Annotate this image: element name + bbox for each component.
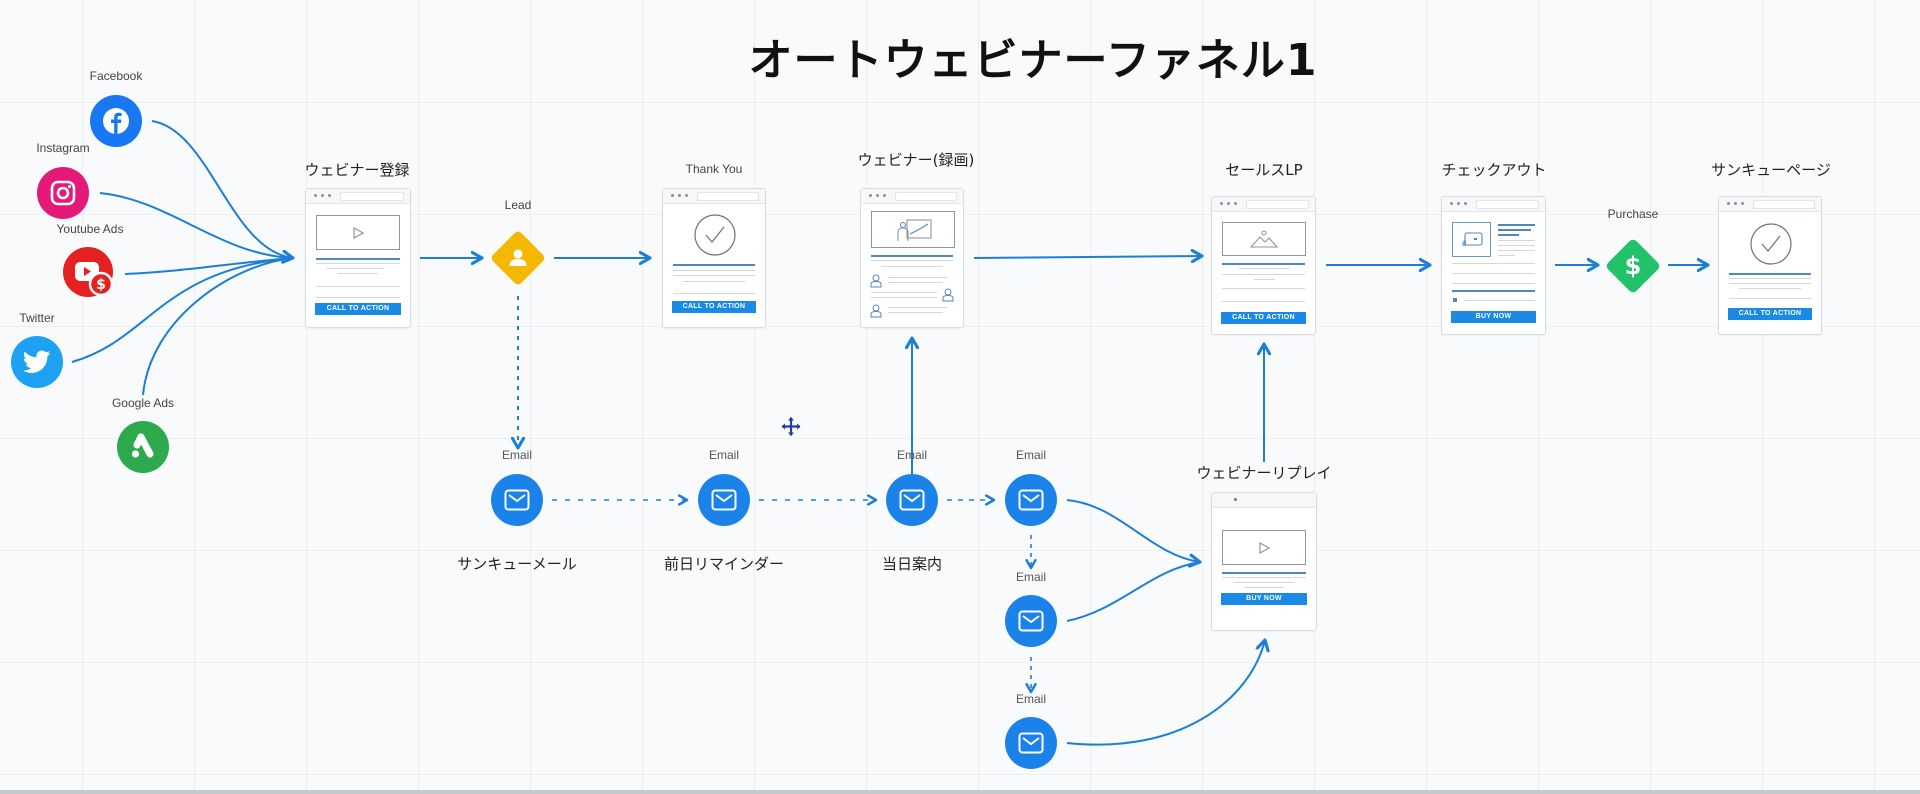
- email-node-reminder[interactable]: [698, 474, 750, 526]
- email-icon: [711, 489, 737, 511]
- source-twitter[interactable]: [11, 336, 63, 388]
- dollar-icon: $: [1624, 252, 1642, 280]
- source-youtube-ads[interactable]: $: [63, 247, 114, 297]
- email-icon: [899, 489, 925, 511]
- svg-text:$: $: [96, 277, 106, 293]
- page-registration[interactable]: CALL TO ACTION: [305, 188, 411, 328]
- page-label-webinar-recorded: ウェビナー(録画): [857, 151, 975, 169]
- source-label-facebook: Facebook: [89, 69, 143, 83]
- link-email5-replay: [1066, 561, 1201, 622]
- canvas-bottom-border: [0, 790, 1920, 794]
- email-label: Email: [1015, 570, 1047, 584]
- attendee-icon: [870, 274, 882, 288]
- image-icon: [1222, 222, 1306, 256]
- link-google: [142, 257, 294, 396]
- link-instagram: [99, 192, 294, 259]
- email-label: Email: [896, 448, 928, 462]
- page-checkout[interactable]: BUY NOW: [1441, 196, 1546, 335]
- event-purchase[interactable]: $: [1604, 237, 1662, 295]
- source-facebook[interactable]: [90, 95, 142, 147]
- email-node-followup-3[interactable]: [1005, 717, 1057, 769]
- credit-card-icon: [1452, 222, 1491, 257]
- email-node-sameday[interactable]: [886, 474, 938, 526]
- email-node-thankyou[interactable]: [491, 474, 543, 526]
- email-caption: サンキューメール: [457, 555, 577, 573]
- email-icon: [1018, 732, 1044, 754]
- source-label-instagram: Instagram: [36, 141, 90, 155]
- cta-button[interactable]: CALL TO ACTION: [1221, 312, 1306, 324]
- event-lead[interactable]: [489, 229, 547, 287]
- page-thanks-page[interactable]: CALL TO ACTION: [1718, 196, 1822, 335]
- youtube-ads-icon: $: [75, 262, 114, 297]
- source-label-youtube: Youtube Ads: [56, 222, 124, 236]
- move-cursor-icon: [780, 416, 802, 443]
- link-email6-replay: [1066, 640, 1265, 746]
- source-label-twitter: Twitter: [19, 311, 55, 325]
- page-label-registration: ウェビナー登録: [304, 161, 410, 179]
- attendee-icon: [870, 304, 882, 318]
- page-sales-lp[interactable]: CALL TO ACTION: [1211, 196, 1316, 335]
- buy-now-button[interactable]: BUY NOW: [1451, 311, 1536, 323]
- email-label: Email: [501, 448, 533, 462]
- link-email4-replay: [1066, 499, 1200, 562]
- link-twitter: [71, 257, 294, 363]
- page-webinar-replay[interactable]: BUY NOW: [1211, 492, 1317, 631]
- page-title: オートウェビナーファネル1: [748, 35, 1318, 86]
- email-label: Email: [708, 448, 740, 462]
- page-label-checkout: チェックアウト: [1441, 161, 1547, 179]
- cta-button[interactable]: CALL TO ACTION: [315, 303, 401, 315]
- event-label-purchase: Purchase: [1607, 207, 1659, 221]
- google-ads-icon: [131, 433, 154, 458]
- email-icon: [504, 489, 530, 511]
- page-label-webinar-replay: ウェビナーリプレイ: [1196, 464, 1332, 482]
- play-icon: [316, 215, 400, 250]
- page-webinar-recorded[interactable]: [860, 188, 964, 328]
- email-icon: [1018, 489, 1044, 511]
- twitter-icon: [23, 350, 51, 373]
- cta-button[interactable]: CALL TO ACTION: [672, 301, 756, 313]
- attendee-icon: [942, 288, 954, 302]
- instagram-icon: [50, 180, 76, 206]
- event-label-lead: Lead: [504, 198, 532, 212]
- email-node-followup-2[interactable]: [1005, 595, 1057, 647]
- check-circle-icon: [694, 214, 736, 256]
- link-facebook: [151, 120, 293, 258]
- page-label-sales-lp: セールスLP: [1225, 161, 1303, 179]
- email-caption: 当日案内: [881, 555, 943, 573]
- email-label: Email: [1015, 448, 1047, 462]
- page-thank-you[interactable]: CALL TO ACTION: [662, 188, 766, 328]
- check-circle-icon: [1750, 223, 1792, 265]
- facebook-icon: [103, 108, 129, 134]
- email-icon: [1018, 610, 1044, 632]
- source-google-ads[interactable]: [117, 421, 169, 473]
- source-label-google-ads: Google Ads: [111, 396, 175, 410]
- email-caption: 前日リマインダー: [663, 555, 785, 573]
- page-label-thank-you: Thank You: [685, 162, 743, 176]
- link-webinar-sales: [973, 256, 1202, 258]
- buy-now-button[interactable]: BUY NOW: [1221, 593, 1307, 605]
- play-icon: [1222, 530, 1306, 565]
- email-node-followup-1[interactable]: [1005, 474, 1057, 526]
- user-icon: [509, 249, 527, 266]
- email-label: Email: [1015, 692, 1047, 706]
- cta-button[interactable]: CALL TO ACTION: [1728, 308, 1812, 320]
- presentation-icon: [871, 211, 955, 248]
- source-instagram[interactable]: [37, 167, 89, 219]
- page-label-thanks-page: サンキューページ: [1711, 161, 1831, 179]
